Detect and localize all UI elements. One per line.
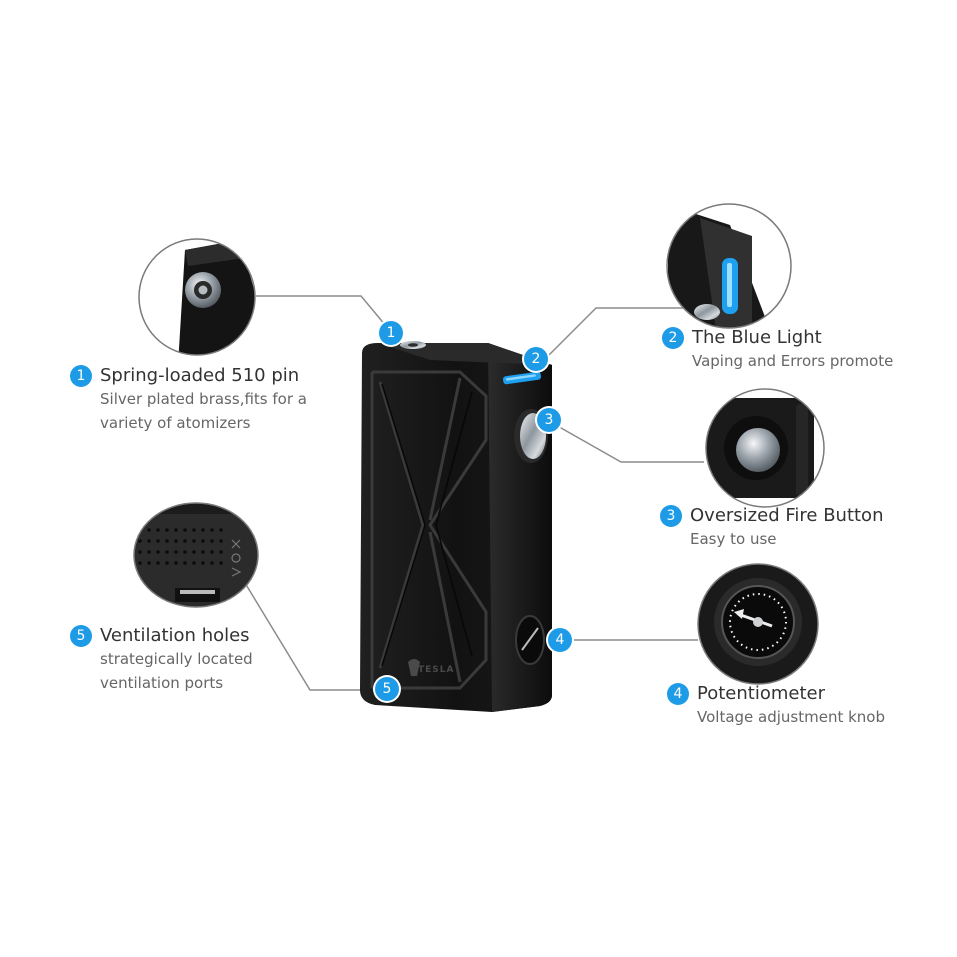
badge-3: 3 [537,408,561,432]
feature-number: 5 [70,625,92,647]
zoom-fire-button [705,388,825,508]
vent-hole [210,528,214,532]
feature-title: Ventilation holes [100,625,250,646]
feature-fire-button: 3 Oversized Fire Button Easy to use [660,505,883,551]
vent-hole [165,528,169,532]
vent-hole [201,561,205,565]
vent-hole [219,550,223,554]
feature-title: Potentiometer [697,683,825,704]
feature-title: Oversized Fire Button [690,505,884,526]
vent-hole [183,561,187,565]
vent-hole [201,528,205,532]
vent-hole [156,539,160,543]
vent-hole [219,539,223,543]
vent-hole [192,561,196,565]
vent-hole [192,550,196,554]
vent-hole [183,550,187,554]
feature-description: strategically located ventilation ports [100,650,253,692]
vent-hole [210,550,214,554]
feature-potentiometer: 4 Potentiometer Voltage adjustment knob [667,683,885,729]
vent-hole [147,539,151,543]
zoom-blue-light [666,203,792,329]
vent-hole [210,539,214,543]
vent-hole [156,561,160,565]
vent-hole [210,561,214,565]
vent-hole [219,528,223,532]
vent-hole [192,528,196,532]
vent-hole [147,561,151,565]
vent-hole [174,539,178,543]
vent-hole [165,539,169,543]
vent-hole [147,528,151,532]
feature-spring-loaded-pin: 1 Spring-loaded 510 pin Silver plated br… [70,365,307,435]
badge-5: 5 [375,677,399,701]
feature-title: The Blue Light [692,327,822,348]
vent-hole [174,528,178,532]
vent-hole [201,539,205,543]
badge-1: 1 [379,321,403,345]
feature-title: Spring-loaded 510 pin [100,365,300,386]
feature-number: 4 [667,683,689,705]
vent-hole [183,539,187,543]
feature-ventilation-holes: 5 Ventilation holes strategically locate… [70,625,253,695]
vent-hole [165,561,169,565]
vent-hole [147,550,151,554]
vent-hole [201,550,205,554]
feature-description: Voltage adjustment knob [697,708,886,726]
zoom-potentiometer [697,563,819,685]
vent-hole [165,550,169,554]
feature-number: 2 [662,327,684,349]
vent-hole [174,561,178,565]
vent-hole [138,561,142,565]
vent-hole [183,528,187,532]
vent-hole [156,528,160,532]
vent-hole [138,539,142,543]
vent-hole [219,561,223,565]
vent-hole [192,539,196,543]
badge-2: 2 [524,347,548,371]
feature-number: 3 [660,505,682,527]
device-brand-logo: TESLA [418,665,455,675]
zoom-510-pin [138,238,256,356]
feature-number: 1 [70,365,92,387]
feature-blue-light: 2 The Blue Light Vaping and Errors promo… [662,327,893,373]
vent-hole [174,550,178,554]
feature-description: Silver plated brass,fits for a variety o… [100,390,307,432]
badge-4: 4 [548,628,572,652]
leader-lines [244,295,704,691]
zoom-ventilation-holes [133,502,259,608]
device-body [360,341,552,712]
feature-description: Vaping and Errors promote [692,352,894,370]
feature-description: Easy to use [690,530,777,548]
vent-hole [156,550,160,554]
vent-hole [138,550,142,554]
